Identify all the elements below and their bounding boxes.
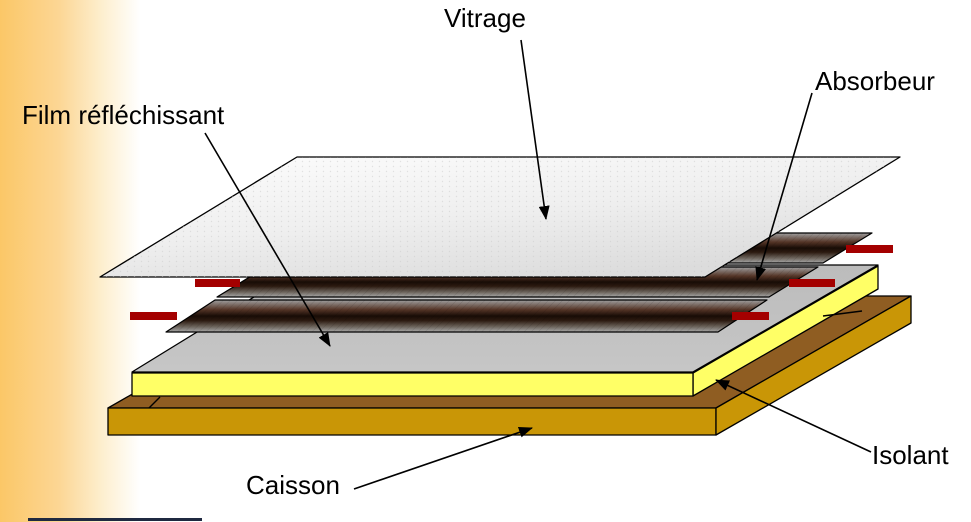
pipe-stub-middle-right: [789, 279, 835, 287]
pipe-stubs: [130, 245, 893, 320]
casing-seam-right: [822, 310, 863, 317]
glazing-texture: [100, 157, 900, 277]
label-isolant: Isolant: [872, 440, 949, 470]
leader-film-reflechissant: [204, 132, 331, 347]
leader-caisson: [353, 427, 533, 490]
label-absorbeur: Absorbeur: [815, 66, 935, 96]
casing-right-face: [715, 295, 912, 436]
pipe-stub-front-left: [130, 312, 177, 320]
cut-off-element-edge: [28, 518, 202, 521]
leader-lines: [204, 39, 872, 490]
leader-isolant: [715, 379, 872, 453]
insulation-front-face: [131, 372, 694, 397]
casing-front-face: [107, 407, 717, 436]
casing-seam-left: [148, 396, 161, 409]
leader-absorbeur: [755, 92, 813, 281]
leader-vitrage: [520, 39, 550, 220]
label-caisson: Caisson: [246, 470, 340, 500]
pipe-stub-middle-left: [195, 279, 240, 287]
label-vitrage: Vitrage: [444, 3, 526, 33]
label-film-reflechissant: Film réfléchissant: [22, 100, 225, 130]
absorber-strip-front-hatch: [166, 300, 767, 332]
pipe-stub-rear-right: [846, 245, 893, 253]
glazing-panel: [99, 156, 901, 278]
pipe-stub-front-right: [732, 312, 769, 320]
